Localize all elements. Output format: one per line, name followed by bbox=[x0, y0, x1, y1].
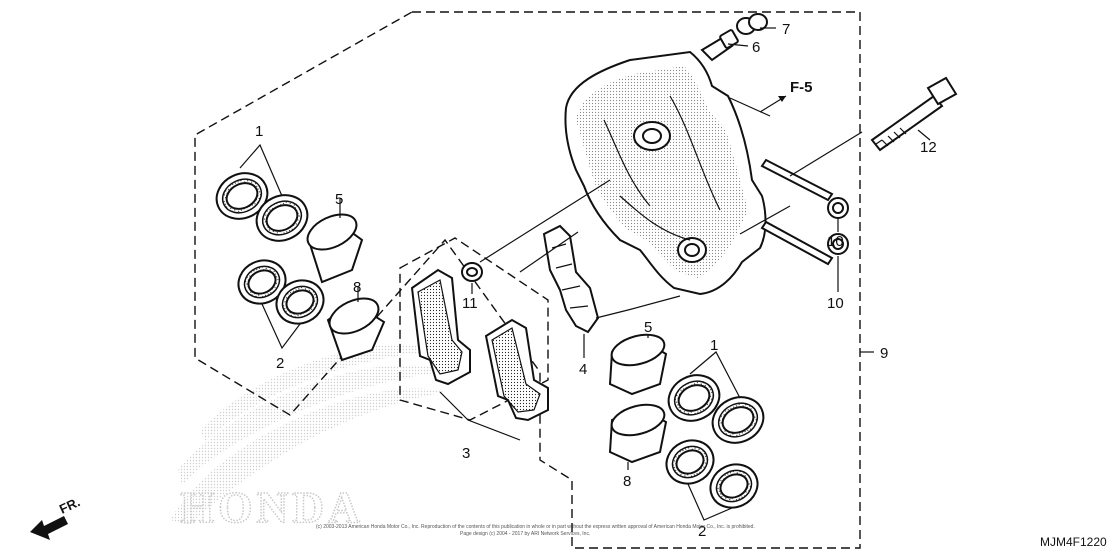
callout-9: 9 bbox=[880, 345, 888, 362]
callout-5-left: 5 bbox=[335, 191, 343, 208]
brake-pad-set bbox=[410, 268, 549, 422]
bleeder-valve bbox=[700, 29, 739, 62]
pad-pin-lower bbox=[760, 220, 849, 266]
callout-4: 4 bbox=[579, 361, 587, 378]
piston-seal-set-left-upper bbox=[215, 172, 309, 242]
pad-pin-upper bbox=[760, 158, 849, 219]
callout-3: 3 bbox=[462, 445, 470, 462]
piston-seal-set-right-lower bbox=[665, 439, 759, 509]
callout-12: 12 bbox=[920, 139, 937, 156]
pad-spring bbox=[542, 224, 600, 334]
callout-11: 11 bbox=[462, 295, 478, 312]
callout-2-right: 2 bbox=[698, 523, 706, 540]
callout-5-right: 5 bbox=[644, 319, 652, 336]
callout-8-left: 8 bbox=[353, 279, 361, 296]
callout-1-right: 1 bbox=[710, 337, 718, 354]
front-direction-arrow-icon bbox=[30, 516, 68, 540]
piston-right-lower bbox=[608, 403, 668, 464]
front-direction-label: FR. bbox=[57, 494, 82, 516]
reference-label: F-5 bbox=[790, 79, 813, 96]
mounting-bolt bbox=[870, 76, 958, 152]
piston-seal-set-right-upper bbox=[667, 374, 765, 444]
reference-arrow bbox=[759, 95, 787, 113]
caliper-body bbox=[564, 50, 767, 296]
bleeder-cap bbox=[736, 13, 768, 35]
piston-left-lower bbox=[326, 297, 386, 362]
assembly-group-outline bbox=[194, 11, 861, 549]
callout-7: 7 bbox=[782, 21, 790, 38]
leader-lines bbox=[239, 27, 931, 521]
honda-watermark-text: HONDA bbox=[180, 483, 364, 532]
callout-2-left: 2 bbox=[276, 355, 284, 372]
diagram-code: MJM4F1220 bbox=[1040, 535, 1107, 549]
callout-10-lower: 10 bbox=[827, 295, 844, 312]
piston-left-upper bbox=[306, 213, 364, 284]
callout-8-right: 8 bbox=[623, 473, 631, 490]
callout-1-left: 1 bbox=[255, 123, 263, 140]
copyright-line-2: Page design (c) 2004 - 2017 by ARI Netwo… bbox=[460, 531, 590, 537]
pad-group-outline bbox=[399, 237, 549, 421]
small-seal-ring bbox=[461, 262, 483, 282]
copyright-line-1: (c) 2003-2013 American Honda Motor Co., … bbox=[316, 524, 755, 530]
callout-10-upper: 10 bbox=[827, 233, 844, 250]
piston-right-upper bbox=[608, 333, 668, 396]
callout-6: 6 bbox=[752, 39, 760, 56]
piston-seal-set-left-lower bbox=[237, 259, 325, 325]
